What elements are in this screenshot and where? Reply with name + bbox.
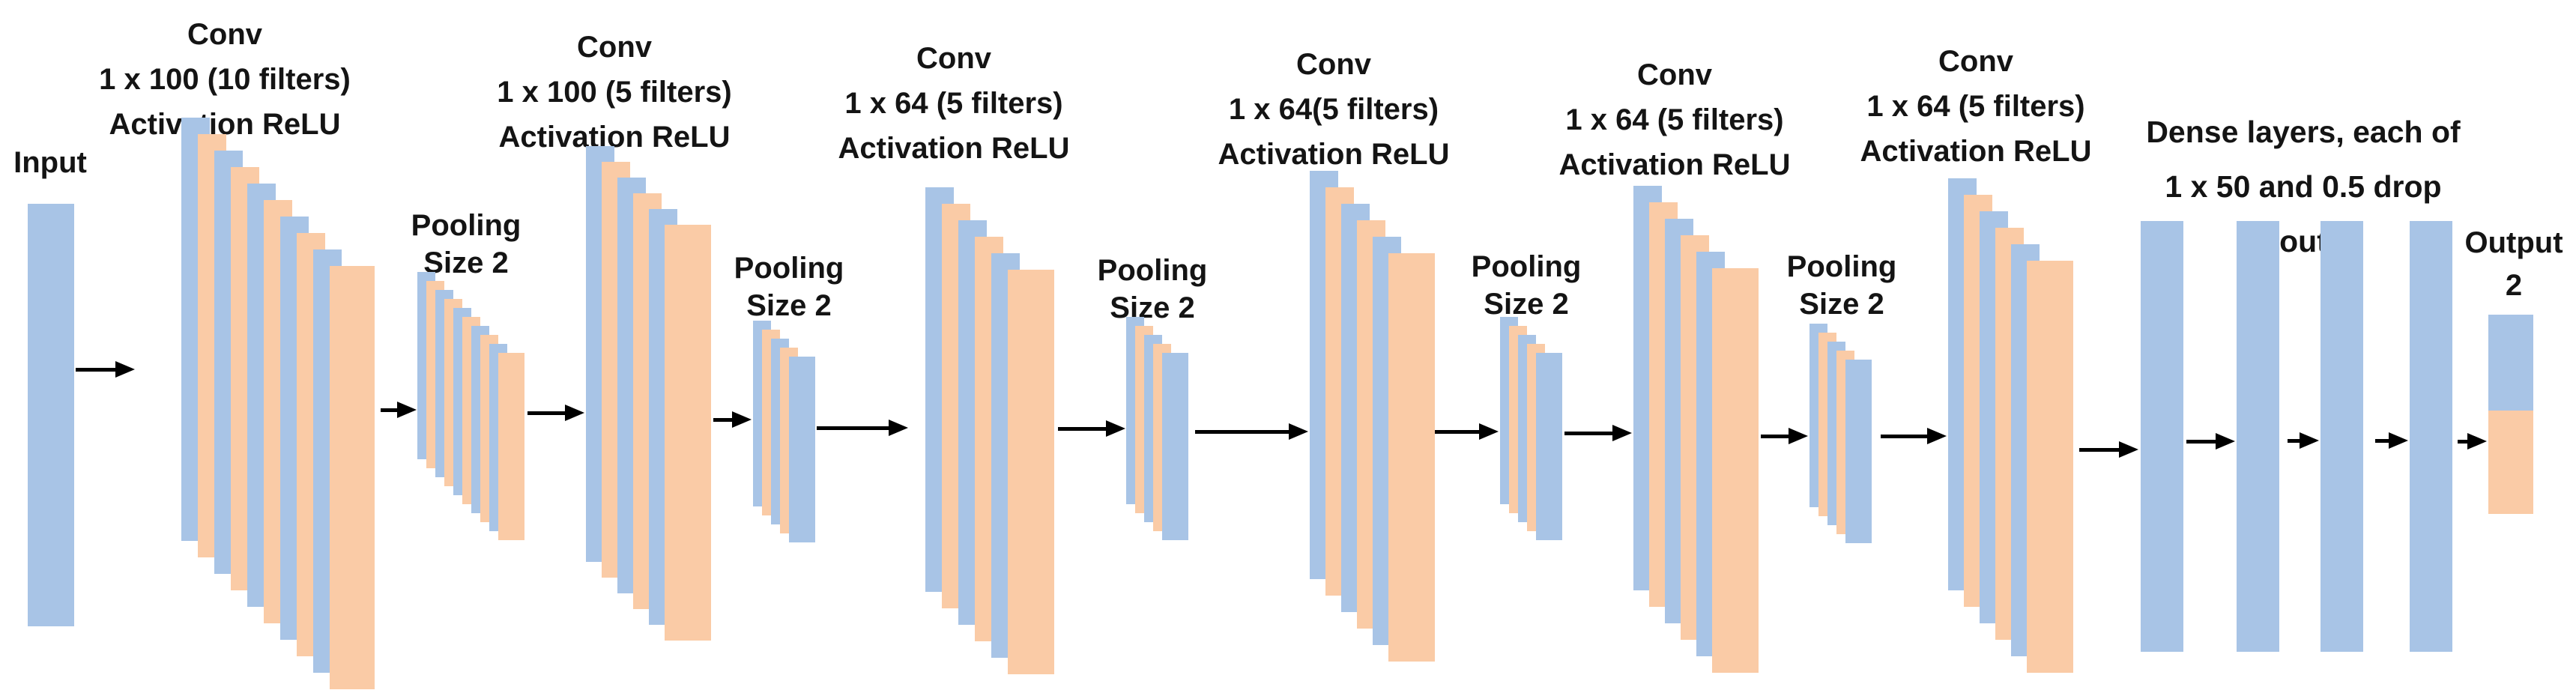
conv1-label-line: Conv <box>187 18 262 51</box>
conv6-filter-bar <box>2027 261 2073 673</box>
flow-arrow-line <box>76 368 121 372</box>
conv6-label-line: 1 x 64 (5 filters) <box>1866 90 2085 123</box>
flow-arrow-head <box>2119 441 2138 458</box>
pool5-label-line: Pooling <box>1786 250 1897 283</box>
pool3-filter-bar <box>1162 353 1188 540</box>
conv4-label-line: 1 x 64(5 filters) <box>1228 93 1439 126</box>
flow-arrow-line <box>1761 435 1795 438</box>
flow-arrow-line <box>713 418 738 422</box>
conv1-label-line: 1 x 100 (10 filters) <box>99 63 351 96</box>
flow-arrow-line <box>2186 440 2222 444</box>
pool1-label-line: Size 2 <box>423 246 509 279</box>
flow-arrow-line <box>1195 430 1295 434</box>
conv2-label-line: 1 x 100 (5 filters) <box>497 76 732 109</box>
conv2-label-line: Activation ReLU <box>498 121 731 154</box>
flow-arrow-head <box>1479 423 1499 440</box>
conv3-label: Conv 1 x 64 (5 filters) Activation ReLU <box>838 36 1070 171</box>
dense-bar <box>2141 221 2183 652</box>
flow-arrow-line <box>381 408 403 412</box>
pool5-filter-bar <box>1845 360 1872 543</box>
conv4-label-line: Conv <box>1296 48 1371 81</box>
pool2-label-line: Pooling <box>734 252 844 285</box>
conv3-label-line: Conv <box>916 42 991 75</box>
flow-arrow-head <box>1289 423 1308 440</box>
conv4-label-line: Activation ReLU <box>1218 138 1450 171</box>
conv4-filter-bar <box>1388 253 1435 662</box>
conv3-label-line: Activation ReLU <box>838 132 1070 165</box>
flow-arrow-head <box>1106 420 1125 437</box>
pool5-label-line: Size 2 <box>1799 288 1884 321</box>
conv6-label: Conv 1 x 64 (5 filters) Activation ReLU <box>1860 39 2092 174</box>
conv5-label: Conv 1 x 64 (5 filters) Activation ReLU <box>1559 52 1791 187</box>
dense-label-line: 1 x 50 and 0.5 drop <box>2165 169 2442 204</box>
dense-label-line: out <box>2279 224 2327 258</box>
flow-arrow-line <box>2288 439 2306 443</box>
flow-arrow-head <box>2467 433 2487 450</box>
flow-arrow-head <box>397 402 417 418</box>
conv2-label-line: Conv <box>577 31 652 64</box>
flow-arrow-head <box>2389 432 2408 449</box>
conv3-label-line: 1 x 64 (5 filters) <box>844 87 1063 120</box>
dense-label: Dense layers, each of 1 x 50 and 0.5 drop… <box>2146 105 2460 269</box>
conv3-filter-bar <box>1008 270 1054 674</box>
flow-arrow-head <box>1927 428 1947 444</box>
pool4-label-line: Size 2 <box>1484 288 1569 321</box>
conv5-filter-bar <box>1712 268 1759 673</box>
flow-arrow-line <box>1564 432 1618 435</box>
flow-arrow-head <box>2216 433 2235 450</box>
pool2-label-line: Size 2 <box>746 289 832 322</box>
pool2-filter-bar <box>789 357 815 542</box>
output-bar-bottom <box>2488 411 2533 514</box>
flow-arrow-line <box>817 426 895 430</box>
dense-bar <box>2410 221 2452 652</box>
flow-arrow-head <box>115 361 135 378</box>
output-label: Output 2 <box>2464 222 2563 307</box>
flow-arrow-head <box>565 405 584 421</box>
flow-arrow-line <box>2458 440 2473 444</box>
pool4-label-line: Pooling <box>1471 250 1582 283</box>
output-label-line: Output <box>2464 226 2563 259</box>
dense-bar <box>2237 221 2279 652</box>
dense-bar <box>2320 221 2363 652</box>
output-label-line: 2 <box>2505 269 2523 302</box>
pool1-filter-bar <box>498 353 524 540</box>
conv2-label: Conv 1 x 100 (5 filters) Activation ReLU <box>497 25 732 160</box>
flow-arrow-line <box>527 411 571 415</box>
flow-arrow-head <box>889 420 908 436</box>
conv4-label: Conv 1 x 64(5 filters) Activation ReLU <box>1218 42 1450 177</box>
dense-label-line: Dense layers, each of <box>2146 115 2461 149</box>
conv1-filter-bar <box>330 266 375 689</box>
pool4-filter-bar <box>1536 353 1562 540</box>
flow-arrow-line <box>1058 427 1112 431</box>
conv5-label-line: Activation ReLU <box>1558 148 1791 181</box>
pool3-label-line: Size 2 <box>1110 291 1195 324</box>
conv5-label-line: 1 x 64 (5 filters) <box>1565 103 1784 136</box>
conv2-filter-bar <box>665 225 711 641</box>
flow-arrow-line <box>2375 439 2395 443</box>
flow-arrow-line <box>1881 435 1933 438</box>
output-bar-top <box>2488 315 2533 411</box>
flow-arrow-line <box>2079 448 2125 452</box>
conv5-label-line: Conv <box>1637 58 1712 91</box>
flow-arrow-head <box>2300 432 2319 449</box>
input-label: Input <box>13 144 87 181</box>
pool1-label-line: Pooling <box>411 209 521 242</box>
conv6-label-line: Conv <box>1938 45 2013 78</box>
flow-arrow-line <box>1435 430 1485 434</box>
pool3-label-line: Pooling <box>1097 254 1208 287</box>
input-label-line: Input <box>13 146 87 179</box>
flow-arrow-head <box>732 411 752 428</box>
flow-arrow-head <box>1789 428 1808 444</box>
flow-arrow-head <box>1612 425 1632 441</box>
conv6-label-line: Activation ReLU <box>1860 135 2092 168</box>
input-bar <box>28 204 74 626</box>
